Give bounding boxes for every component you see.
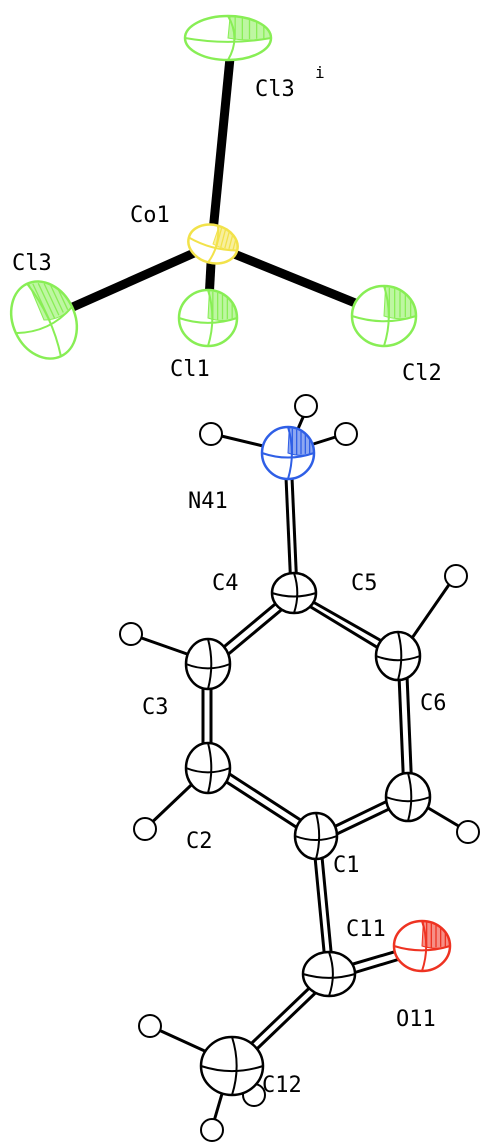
- label-n41: N41: [188, 489, 228, 514]
- label-cl3i: Cl3: [255, 77, 295, 102]
- atom-h-c2: [133, 817, 157, 841]
- bond-co1-cl3i: [207, 57, 235, 243]
- label-c5: C5: [351, 571, 378, 596]
- label-c3: C3: [142, 695, 169, 720]
- atom-h-n41-a: [199, 422, 223, 446]
- atom-c6: [384, 771, 432, 823]
- atom-c4: [270, 571, 318, 615]
- bond-co1-cl3: [46, 240, 214, 323]
- atom-cl3: [9, 280, 79, 360]
- label-cl2: Cl2: [402, 361, 442, 386]
- atom-c12: [199, 1035, 265, 1097]
- label-cl3: Cl3: [12, 251, 52, 276]
- atom-h-c5: [444, 564, 468, 588]
- atom-c1: [293, 811, 339, 861]
- label-c12: C12: [262, 1073, 302, 1098]
- atoms: [9, 14, 480, 1142]
- atom-co1: [187, 223, 239, 265]
- atom-cl2: [350, 284, 418, 348]
- atom-cl1: [177, 288, 239, 348]
- label-cl1: Cl1: [170, 357, 210, 382]
- label-c11: C11: [346, 917, 386, 942]
- atom-n41: [260, 425, 316, 481]
- label-o11: O11: [396, 1007, 436, 1032]
- label-c2: C2: [186, 829, 213, 854]
- atom-h-n41-c: [334, 422, 358, 446]
- label-c4: C4: [212, 571, 239, 596]
- atom-h-c6: [456, 820, 480, 844]
- atom-o11: [392, 919, 452, 973]
- atom-c11: [301, 950, 357, 998]
- atom-c3: [184, 637, 232, 691]
- atom-cl3i: [183, 14, 273, 62]
- atom-h-c12-c: [200, 1118, 224, 1142]
- label-c6: C6: [420, 691, 447, 716]
- anion-bonds: [46, 57, 382, 323]
- atom-labels: Cl3 i Co1 Cl3 Cl1 Cl2 N41 C4 C5 C3 C6 C2…: [12, 63, 447, 1098]
- bond-co1-cl2: [210, 240, 382, 318]
- atom-c2: [184, 741, 232, 795]
- atom-c5: [374, 630, 422, 682]
- label-cl3i-superscript: i: [315, 63, 325, 82]
- label-c1: C1: [333, 853, 360, 878]
- label-co1: Co1: [130, 203, 170, 228]
- atom-h-n41-b: [294, 394, 318, 418]
- atom-h-c12-a: [138, 1014, 162, 1038]
- atom-h-c3: [119, 622, 143, 646]
